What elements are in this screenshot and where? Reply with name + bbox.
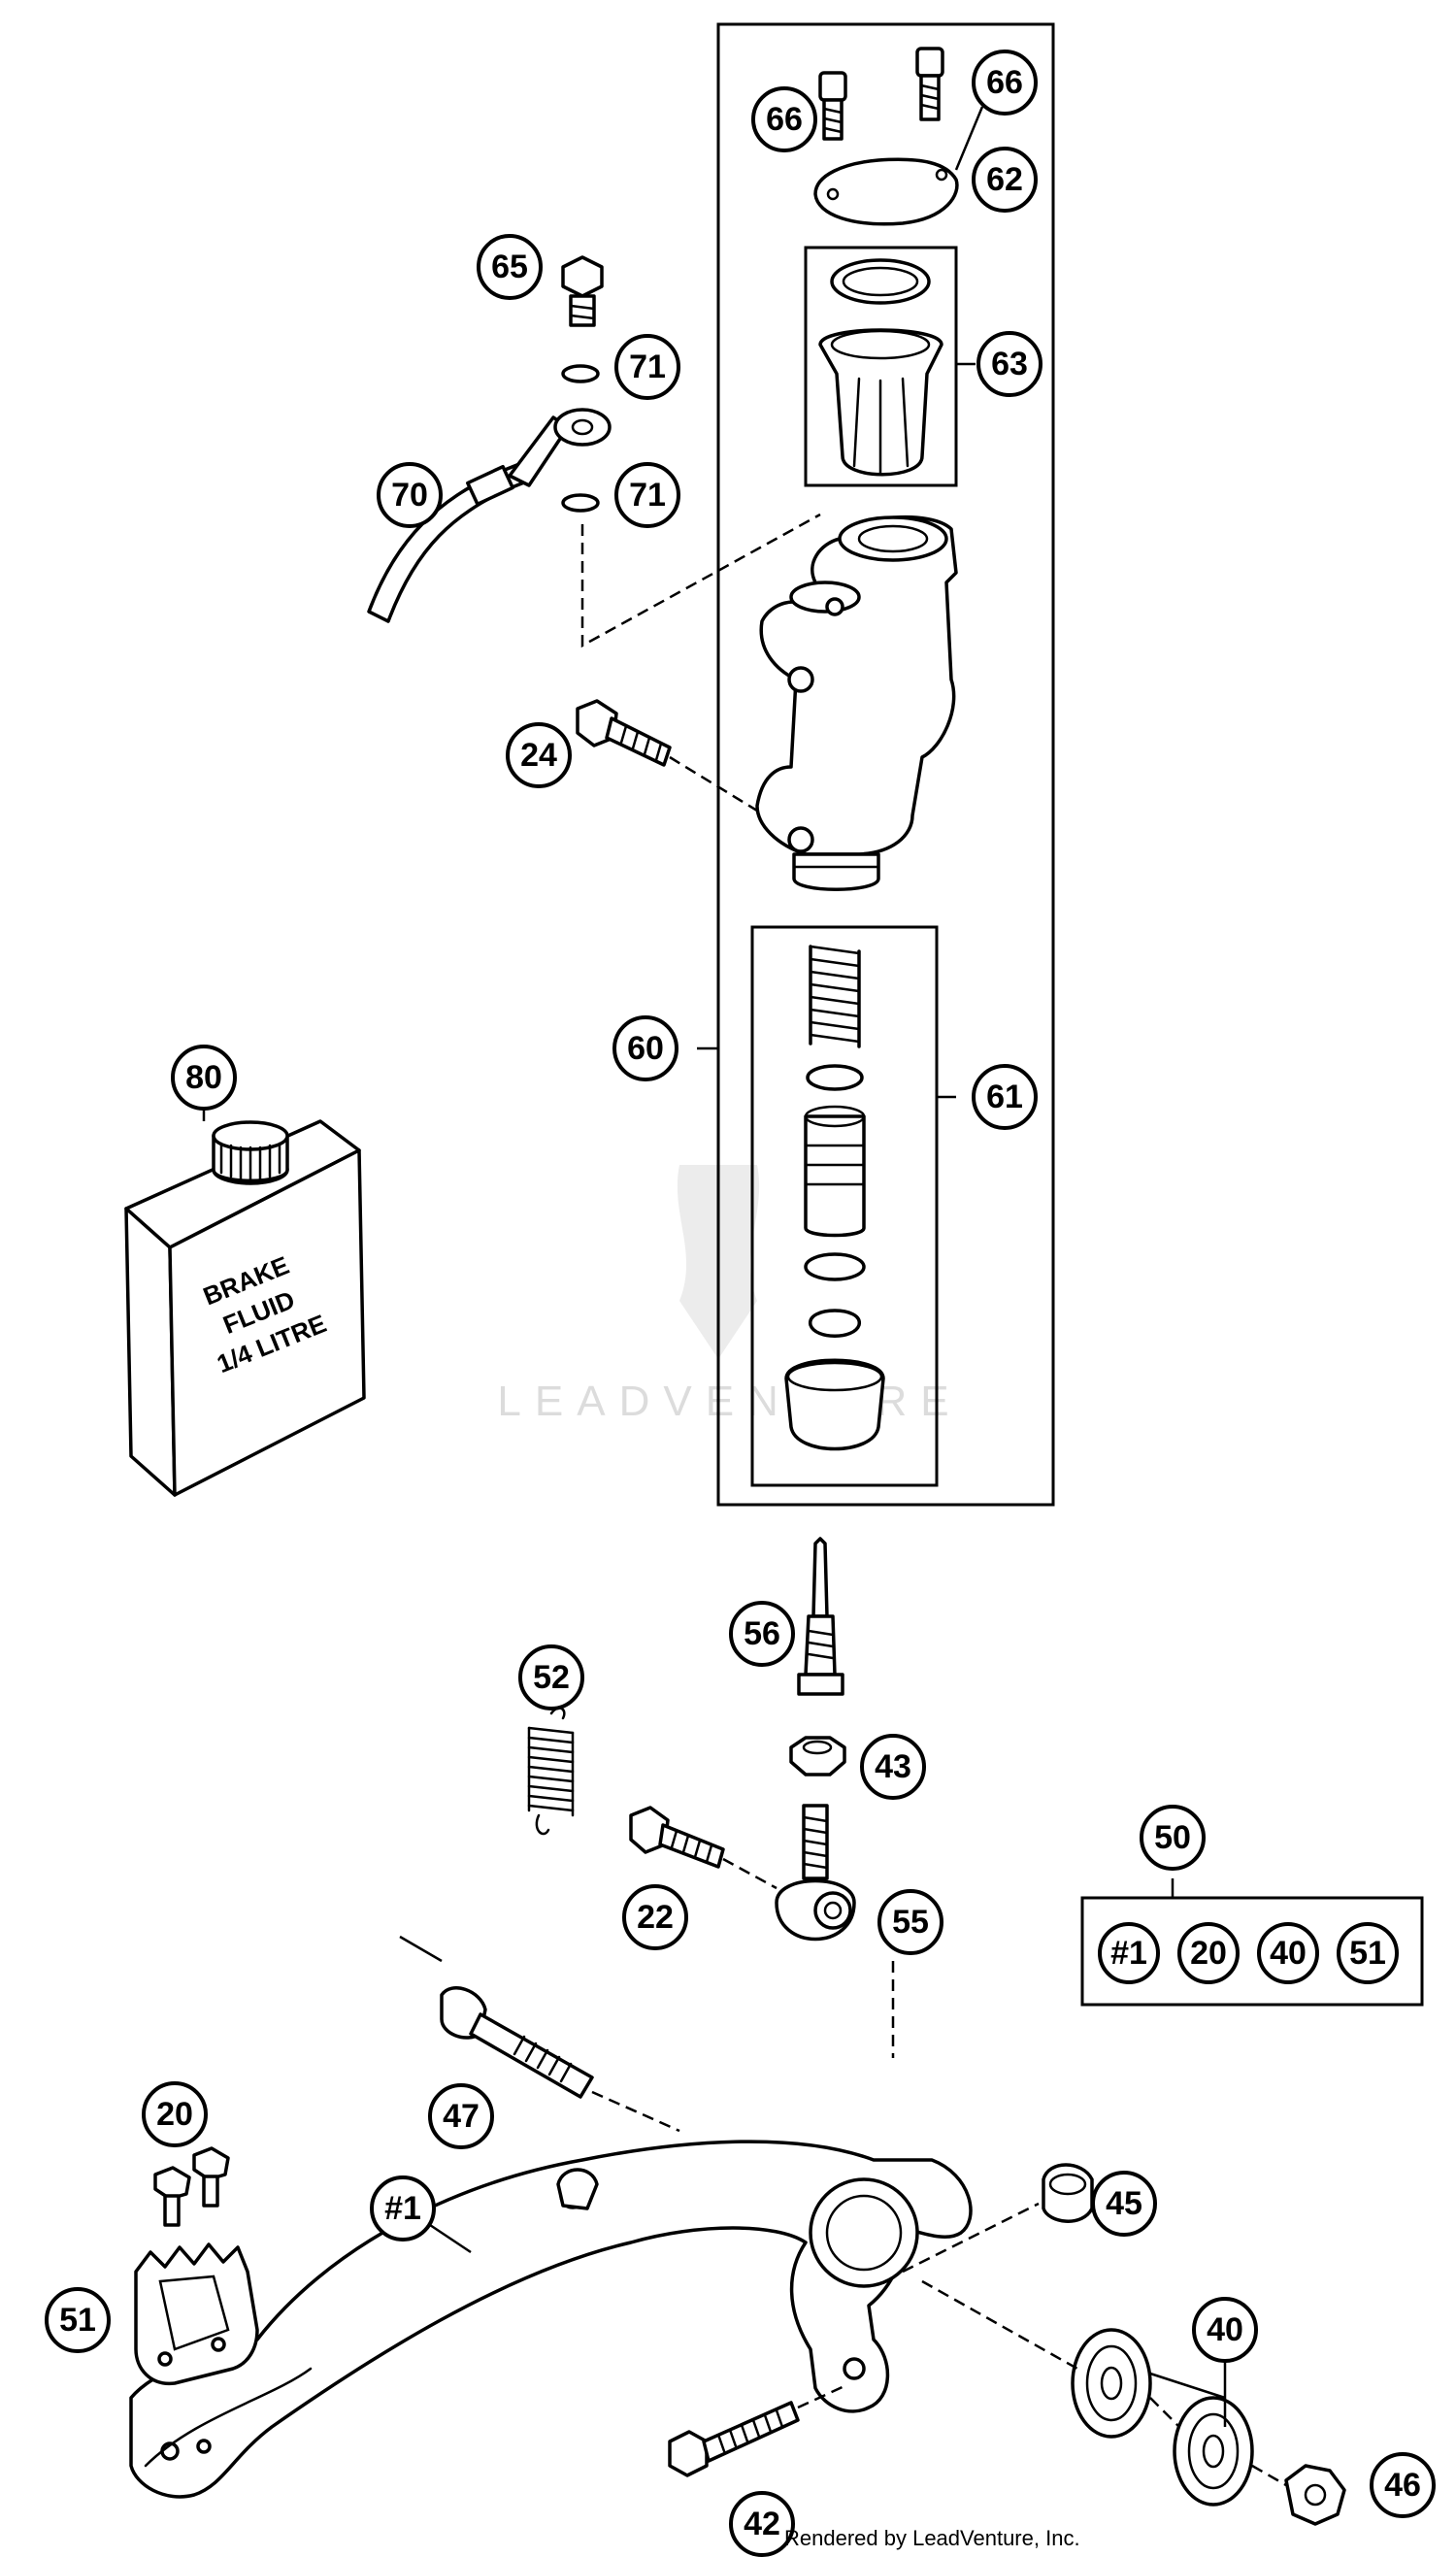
svg-text:55: 55	[892, 1904, 929, 1941]
callout-55: 55	[877, 1889, 943, 1955]
callout-52: 52	[518, 1644, 584, 1710]
leader-lines	[202, 106, 1227, 2427]
callout-66a: 66	[751, 86, 817, 152]
callout-43: 43	[860, 1734, 926, 1800]
callout-56: 56	[729, 1601, 795, 1667]
callout-66b: 66	[972, 50, 1038, 116]
nut-46	[1251, 2464, 1346, 2526]
master-cylinder-frame	[716, 22, 1055, 1507]
kit-item-51: 51	[1337, 1922, 1399, 1984]
callout-40: 40	[1192, 2297, 1258, 2363]
washer-71b	[561, 493, 600, 513]
svg-text:50: 50	[1154, 1819, 1191, 1856]
callout-62: 62	[972, 147, 1038, 213]
bushing-45	[902, 2163, 1094, 2274]
callout-1: #1	[370, 2175, 436, 2242]
spring-52	[527, 1707, 575, 1836]
callout-20: 20	[142, 2081, 208, 2147]
svg-text:46: 46	[1384, 2467, 1421, 2504]
callout-65: 65	[477, 234, 543, 300]
svg-text:71: 71	[629, 349, 666, 385]
svg-text:70: 70	[391, 477, 428, 514]
nut-43	[789, 1736, 846, 1777]
bolt-42	[668, 2384, 845, 2477]
svg-text:56: 56	[744, 1615, 780, 1652]
kit-item-20: 20	[1177, 1922, 1240, 1984]
banjo-bolt-65	[561, 255, 604, 327]
svg-text:65: 65	[491, 249, 528, 285]
svg-text:63: 63	[991, 346, 1028, 382]
svg-text:#1: #1	[1110, 1935, 1147, 1972]
callout-51: 51	[45, 2287, 111, 2353]
svg-text:71: 71	[629, 477, 666, 514]
callout-71b: 71	[614, 462, 680, 528]
brake-fluid-can-80: BRAKE FLUID 1/4 LITRE	[124, 1119, 366, 1497]
callout-50: 50	[1140, 1805, 1206, 1871]
master-cylinder-body	[755, 515, 958, 891]
svg-text:47: 47	[443, 2098, 480, 2135]
svg-text:62: 62	[986, 161, 1023, 198]
footer-credit: Rendered by LeadVenture, Inc.	[784, 2526, 1080, 2550]
svg-text:80: 80	[185, 1059, 222, 1096]
callout-60: 60	[612, 1015, 678, 1081]
callout-80: 80	[171, 1045, 237, 1111]
svg-text:66: 66	[766, 101, 803, 138]
svg-text:40: 40	[1270, 1935, 1307, 1972]
callout-61: 61	[972, 1064, 1038, 1130]
clevis-55	[775, 1804, 895, 2058]
svg-text:20: 20	[156, 2096, 193, 2133]
reservoir-cover-62	[813, 157, 959, 226]
svg-text:66: 66	[986, 64, 1023, 101]
callout-71a: 71	[614, 334, 680, 400]
washer-71a	[561, 364, 600, 383]
callout-22: 22	[622, 1884, 688, 1950]
screw-66b	[915, 47, 944, 121]
bearings-40	[921, 2279, 1254, 2507]
callout-45: 45	[1091, 2171, 1157, 2237]
push-rod-56	[797, 1537, 844, 1696]
callout-46: 46	[1370, 2452, 1436, 2518]
svg-text:#1: #1	[384, 2190, 421, 2227]
callout-24: 24	[506, 722, 572, 788]
repair-kit-box-50	[1080, 1896, 1424, 2007]
screw-66a	[818, 71, 847, 141]
svg-text:45: 45	[1106, 2185, 1142, 2222]
brake-pedal-1	[129, 2140, 973, 2499]
svg-text:43: 43	[875, 1748, 911, 1785]
callout-70: 70	[377, 462, 443, 528]
step-plate-51	[134, 2242, 259, 2385]
watermark: LEADVENTURE	[497, 1165, 962, 1425]
svg-text:61: 61	[986, 1079, 1023, 1115]
brake-hose-70	[367, 408, 612, 623]
svg-text:51: 51	[59, 2302, 96, 2339]
svg-text:24: 24	[520, 737, 557, 774]
piston-kit-61	[784, 945, 885, 1451]
callout-42: 42	[729, 2491, 795, 2557]
watermark-text: LEADVENTURE	[497, 1378, 962, 1425]
screws-20	[153, 2146, 230, 2227]
bolt-24	[576, 699, 758, 813]
pivot-bolt-47	[440, 1986, 680, 2133]
bolt-22	[629, 1806, 778, 1890]
kit-item-1: #1	[1098, 1922, 1160, 1984]
callout-47: 47	[428, 2083, 494, 2149]
callout-63: 63	[976, 331, 1042, 397]
svg-text:40: 40	[1207, 2311, 1243, 2348]
svg-text:20: 20	[1190, 1935, 1227, 1972]
svg-text:51: 51	[1349, 1935, 1386, 1972]
reservoir-subgroup-frame	[804, 246, 958, 487]
svg-text:22: 22	[637, 1899, 674, 1936]
svg-text:42: 42	[744, 2506, 780, 2542]
hose-guide-line	[580, 513, 821, 648]
reservoir-63	[818, 258, 943, 477]
svg-text:60: 60	[627, 1030, 664, 1067]
kit-item-40: 40	[1257, 1922, 1319, 1984]
piston-subgroup-frame	[750, 925, 939, 1487]
svg-text:52: 52	[533, 1659, 570, 1696]
